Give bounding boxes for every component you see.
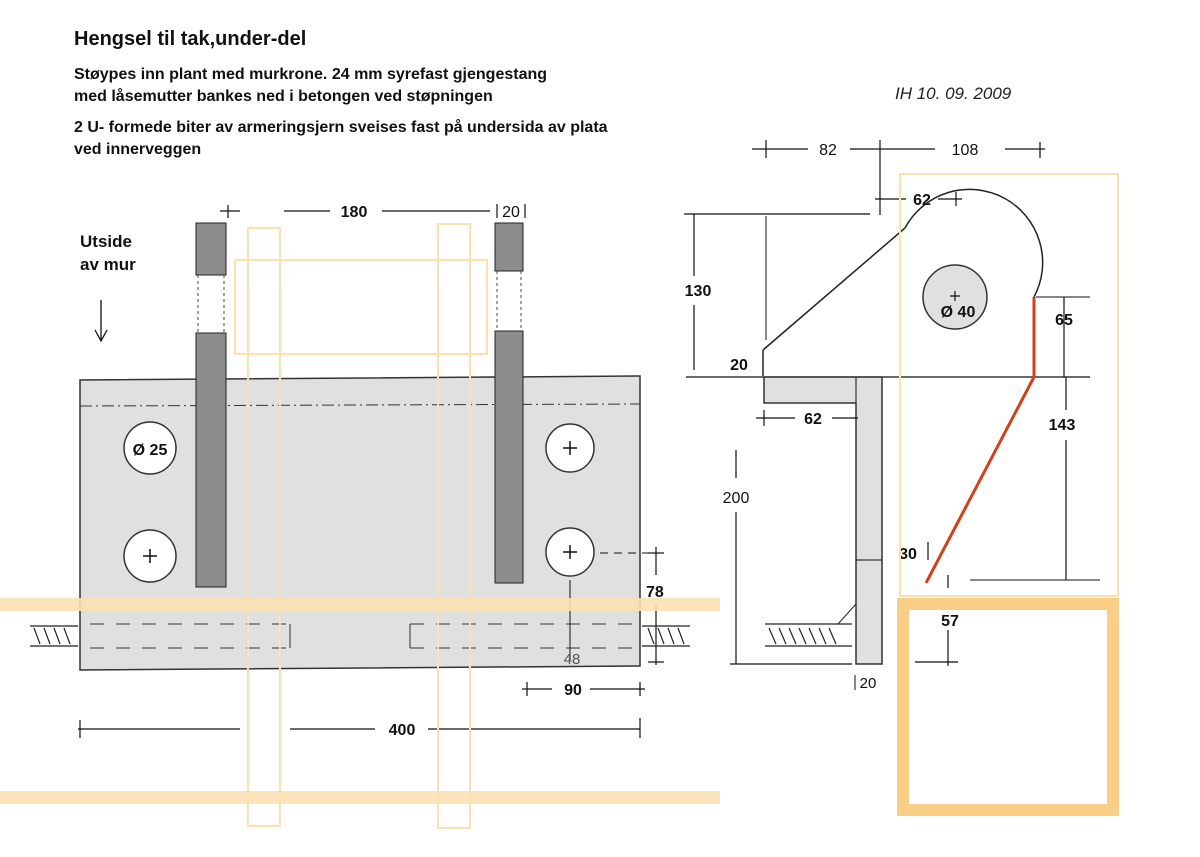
drawing-title: Hengsel til tak,under-del	[74, 28, 307, 50]
overlay-block	[234, 259, 488, 355]
hole-top-right-center-mark	[563, 441, 577, 455]
overlay-post-right	[437, 223, 471, 829]
threaded-rod-left-top	[195, 222, 227, 276]
dim-400-label: 400	[389, 722, 416, 739]
base-plate	[79, 375, 641, 671]
lug-arc	[904, 188, 1044, 298]
front-view: Utside av mur Ø 25	[0, 204, 720, 829]
wall-hatch-left	[33, 627, 71, 645]
plate-centerline	[79, 403, 641, 407]
dim-130-label: 130	[685, 283, 712, 300]
dim-82-label: 82	[819, 142, 837, 159]
description-line-3: 2 U- formede biter av armeringsjern svei…	[74, 119, 608, 136]
dim-90-label: 90	[564, 682, 582, 699]
angle-bracket	[763, 376, 883, 665]
wall-hatch-right	[647, 627, 685, 645]
side-wall-slope	[837, 603, 857, 625]
dim-180-label: 180	[341, 204, 368, 221]
dim-62-top-label: 62	[913, 192, 931, 209]
dim-48-label: 48	[564, 651, 581, 668]
overlay-beam-section	[897, 598, 1119, 816]
dim-65-label: 65	[1055, 312, 1073, 329]
outside-arrow-head	[94, 329, 108, 343]
lug-edge-straight	[762, 227, 906, 351]
overlay-beam-top	[0, 598, 720, 611]
signature-date: IH 10. 09. 2009	[895, 84, 1012, 103]
threaded-rod-right	[494, 330, 524, 584]
pivot-center-mark	[950, 291, 960, 301]
dim-20-bottom-label: 20	[860, 675, 877, 692]
hole-diameter-25: Ø 25	[133, 442, 168, 459]
dim-108-label: 108	[952, 142, 979, 159]
description-line-1: Støypes inn plant med murkrone. 24 mm sy…	[74, 66, 548, 83]
dim-78-label: 78	[646, 584, 664, 601]
hole-bottom-left-center-mark	[143, 549, 157, 563]
hole-top-left	[123, 421, 177, 475]
threaded-rod-left	[195, 332, 227, 588]
description-line-4: ved innerveggen	[74, 141, 202, 158]
red-swing-line	[924, 297, 1036, 584]
dim-143-label: 143	[1049, 417, 1076, 434]
side-view: 82 108 62 130 Ø 40 65 20 62	[684, 140, 1119, 816]
threaded-rod-right-top	[494, 222, 524, 272]
dim-57-label: 57	[941, 613, 959, 630]
overlay-column	[899, 173, 1119, 597]
side-wall-hatch	[768, 627, 837, 645]
hole-diameter-40: Ø 40	[941, 304, 976, 321]
dim-30-label: 30	[899, 546, 917, 563]
dim-62-bottom-label: 62	[804, 411, 822, 428]
dim-200-label: 200	[723, 490, 750, 507]
hole-bottom-right-center-mark	[563, 545, 577, 559]
overlay-post-left	[247, 227, 281, 827]
description-line-2: med låsemutter bankes ned i betongen ved…	[74, 88, 493, 105]
dim-20-flange-label: 20	[730, 357, 748, 374]
dim-20-label: 20	[502, 204, 520, 221]
outside-label-2: av mur	[80, 255, 136, 274]
outside-label-1: Utside	[80, 232, 132, 251]
overlay-beam-bottom	[0, 791, 720, 804]
